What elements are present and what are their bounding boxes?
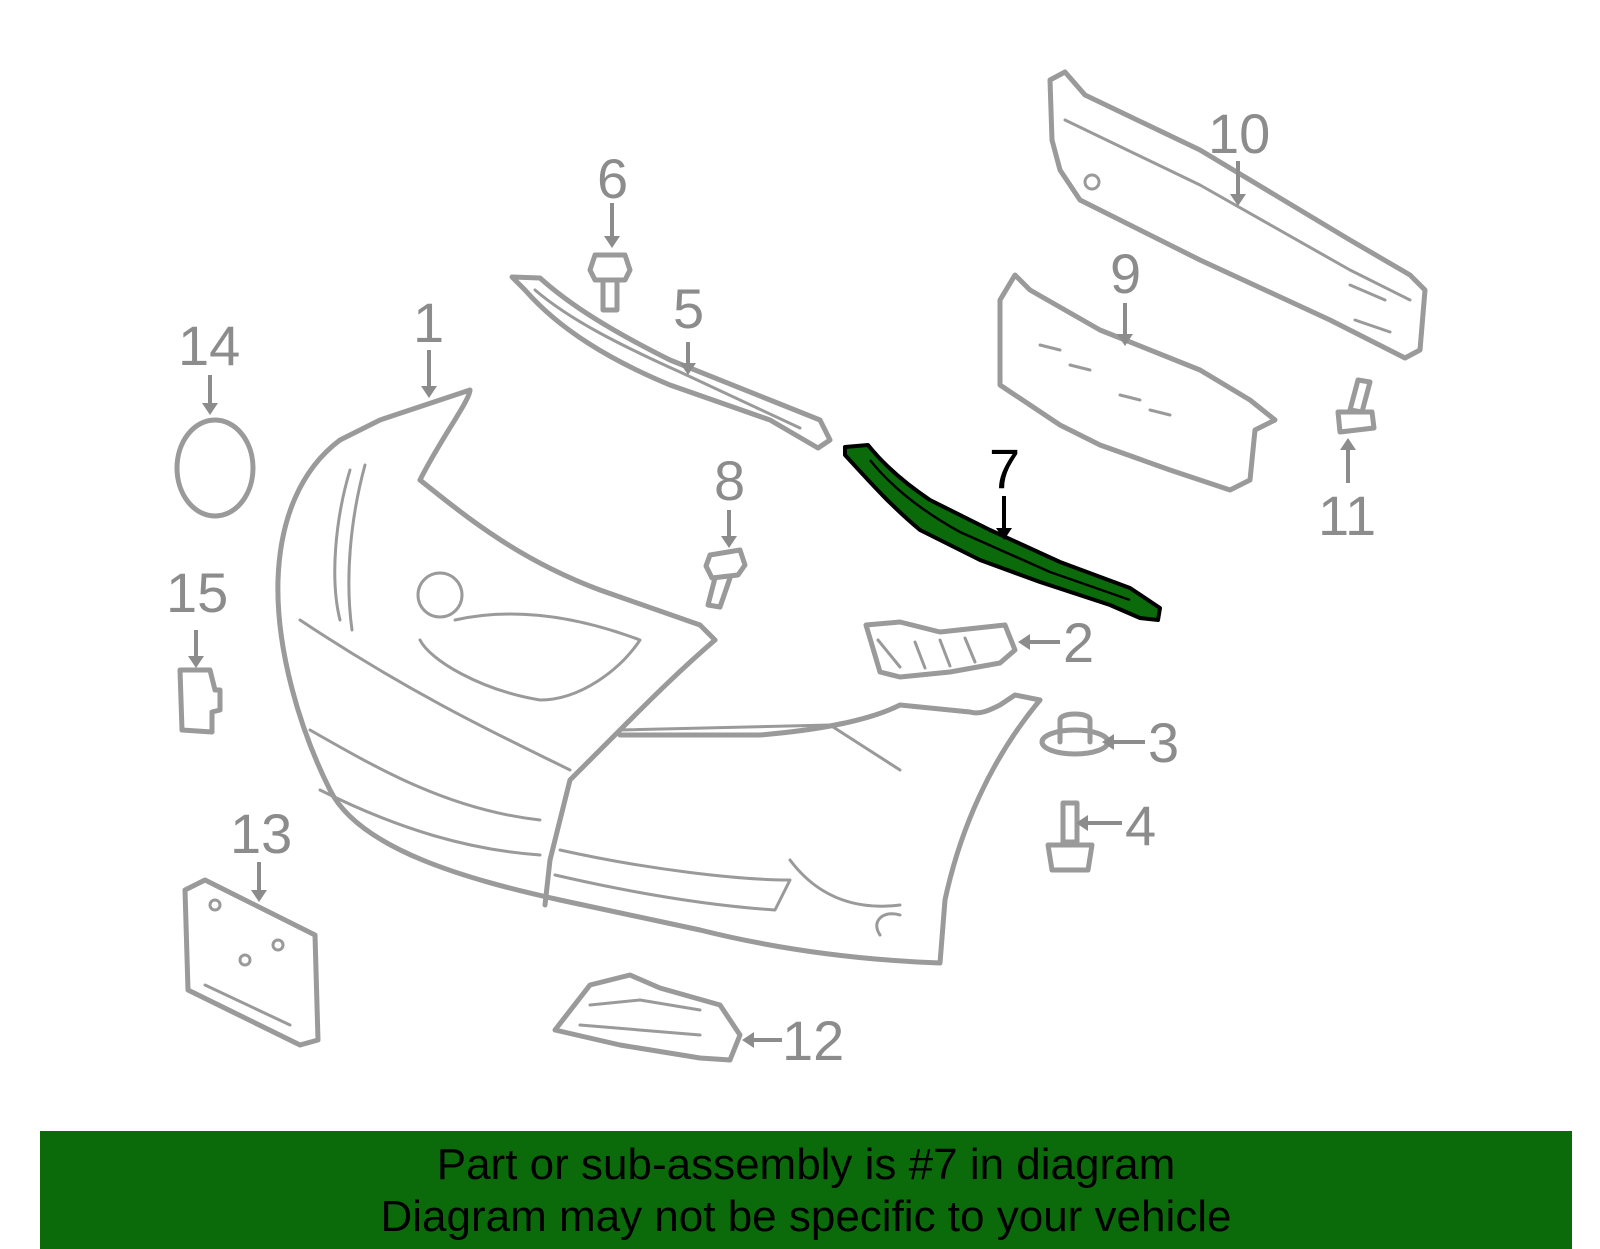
callout-9: 9 (1110, 242, 1141, 305)
part-6-bolt[interactable] (587, 252, 633, 313)
callout-11: 11 (1318, 484, 1376, 547)
callout-8: 8 (714, 449, 745, 512)
callout-4: 4 (1125, 794, 1156, 857)
callout-7: 7 (989, 437, 1020, 500)
callout-3: 3 (1148, 711, 1179, 774)
part-8-bolt[interactable] (703, 547, 748, 610)
part-3-clip[interactable] (1039, 711, 1111, 757)
part-2-bracket[interactable] (863, 619, 1018, 680)
part-11-bolt[interactable] (1335, 377, 1377, 435)
callout-2: 2 (1063, 611, 1094, 674)
banner-line-1: Part or sub-assembly is #7 in diagram (436, 1140, 1176, 1189)
part-10-reinforcement-beam[interactable] (1047, 69, 1428, 361)
part-4-bolt[interactable] (1045, 800, 1095, 873)
part-13-plate-bracket[interactable] (182, 877, 321, 1048)
info-banner: Part or sub-assembly is #7 in diagram Di… (40, 1131, 1572, 1249)
part-1-bumper-cover[interactable] (275, 387, 1043, 966)
parts-diagram: 1 2 3 4 5 6 7 8 9 10 11 12 13 14 15 (166, 69, 1428, 1072)
part-14-cap[interactable] (174, 417, 256, 519)
callout-10: 10 (1208, 102, 1270, 165)
banner-line-2: Diagram may not be specific to your vehi… (380, 1192, 1232, 1241)
callout-14: 14 (178, 314, 240, 377)
part-5-retainer[interactable] (509, 274, 833, 451)
callout-5: 5 (673, 277, 704, 340)
part-9-absorber[interactable] (997, 272, 1278, 493)
part-12-bezel[interactable] (552, 972, 743, 1063)
leader-arrows (188, 161, 1356, 1048)
part-7-bracket-highlighted[interactable] (843, 443, 1162, 622)
callout-1: 1 (413, 291, 444, 354)
callout-12: 12 (782, 1009, 844, 1072)
part-15-sensor[interactable] (177, 667, 223, 735)
callout-13: 13 (230, 802, 292, 865)
callout-6: 6 (597, 147, 628, 210)
callout-15: 15 (166, 561, 228, 624)
